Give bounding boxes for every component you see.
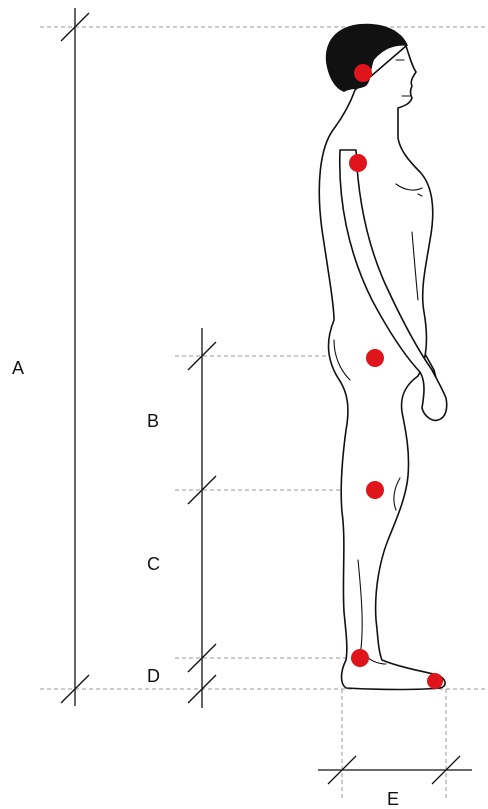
hip-marker [366, 349, 384, 367]
dimension-e [318, 756, 472, 784]
toe-marker [427, 673, 443, 689]
label-e: E [387, 789, 399, 809]
ear-marker [354, 64, 372, 82]
dimension-bcd [188, 328, 216, 708]
dimension-a [61, 8, 89, 706]
label-a: A [12, 358, 24, 378]
label-c: C [147, 554, 160, 574]
label-d: D [147, 666, 160, 686]
knee-marker [366, 481, 384, 499]
ankle-marker [351, 649, 369, 667]
shoulder-marker [349, 154, 367, 172]
label-b: B [147, 411, 159, 431]
